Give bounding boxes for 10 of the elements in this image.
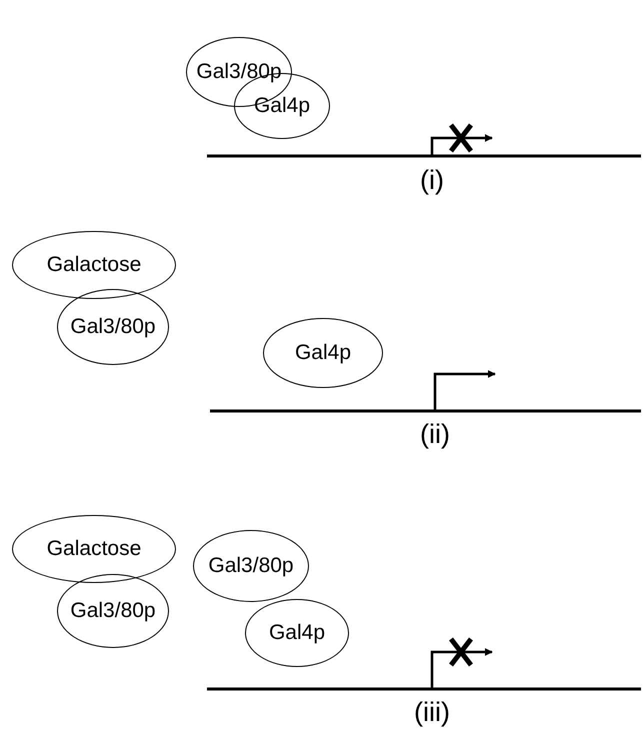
panel-label: (ii) [420,419,450,450]
panel-label: (i) [420,165,444,196]
molecule-ellipse: Gal3/80p [57,289,169,365]
molecule-ellipse: Gal3/80p [57,574,169,648]
molecule-ellipse: Gal3/80p [193,530,309,602]
molecule-ellipse: Galactose [12,515,176,583]
molecule-ellipse: Gal4p [263,318,383,388]
molecule-ellipse: Galactose [12,231,176,299]
panel-label: (iii) [414,697,450,728]
molecule-ellipse: Gal4p [245,599,349,667]
